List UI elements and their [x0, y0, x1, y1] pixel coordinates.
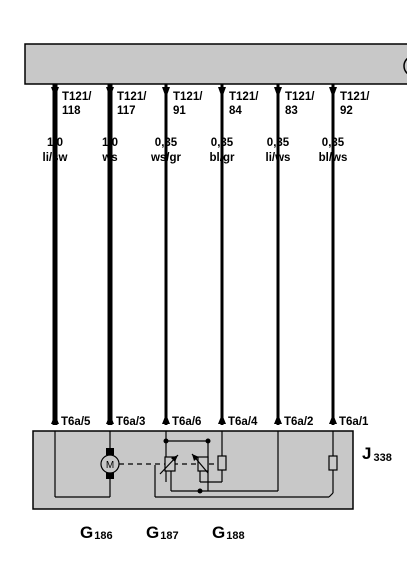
wire-1: T121/ 118 1,0 li/sw T6a/5 [43, 84, 92, 428]
wire-4-bottom-pin: T6a/4 [228, 416, 258, 428]
wire-3-gauge: 0,35 [155, 137, 178, 149]
wire-6-bottom-arrow [329, 414, 337, 424]
wire-6-top-pin-b: 92 [340, 105, 353, 117]
wire-1-top-arrow [51, 87, 59, 98]
wire-1-bottom-arrow [51, 414, 59, 424]
motor-symbol: M [106, 460, 114, 471]
wire-5-top-pin-b: 83 [285, 105, 298, 117]
resistor-2 [328, 455, 338, 471]
wire-6-gauge: 0,35 [322, 137, 345, 149]
potentiometer-g187 [159, 454, 179, 475]
wire-6-top-pin-a: T121/ [340, 91, 370, 103]
junction-dot-2 [205, 438, 211, 444]
wire-1-bottom-pin: T6a/5 [61, 416, 91, 428]
wire-3-color: ws/gr [150, 152, 182, 164]
component-label-g187: G187 [146, 523, 179, 542]
component-label-g186: G186 [80, 523, 113, 542]
wire-4-top-pin-b: 84 [229, 105, 242, 117]
wire-5: T121/ 83 0,35 li/ws T6a/2 [266, 84, 315, 428]
wire-5-bottom-arrow [274, 414, 282, 424]
internal-wiring [54, 431, 334, 498]
wire-4: T121/ 84 0,35 bl/gr T6a/4 [210, 84, 259, 428]
component-label-g188: G188 [212, 523, 245, 542]
control-unit-bar [24, 43, 407, 85]
wire-4-gauge: 0,35 [211, 137, 234, 149]
wire-2-bottom-arrow [106, 414, 114, 424]
wire-3-bottom-pin: T6a/6 [172, 416, 201, 428]
wire-5-top-pin-a: T121/ [285, 91, 315, 103]
wire-2-top-arrow [106, 87, 114, 98]
wire-1-top-pin-a: T121/ [62, 91, 92, 103]
wire-5-color: li/ws [266, 152, 291, 164]
wire-3-bottom-arrow [162, 414, 170, 424]
wire-3: T121/ 91 0,35 ws/gr T6a/6 [150, 84, 203, 428]
wire-4-top-pin-a: T121/ [229, 91, 259, 103]
wire-3-top-pin-a: T121/ [173, 91, 203, 103]
junction-dot-3 [197, 488, 203, 494]
wire-3-top-pin-b: 91 [173, 105, 186, 117]
g187-wiper-arrow [171, 455, 178, 462]
potentiometer-g188 [191, 453, 209, 474]
wire-5-top-arrow [274, 87, 282, 98]
wire-4-color: bl/gr [210, 152, 235, 164]
wire-4-bottom-arrow [218, 414, 226, 424]
wire-6: T121/ 92 0,35 bl/ws T6a/1 [319, 84, 370, 428]
wire-3-top-arrow [162, 87, 170, 98]
wire-2-bottom-pin: T6a/3 [116, 416, 145, 428]
wire-6-top-arrow [329, 87, 337, 98]
junction-dot-1 [163, 438, 169, 444]
wire-4-top-arrow [218, 87, 226, 98]
wire-1-top-pin-b: 118 [62, 105, 81, 117]
wire-2-gauge: 1,0 [102, 137, 118, 149]
wire-5-gauge: 0,35 [267, 137, 290, 149]
resistor-1 [217, 455, 227, 471]
wire-2-top-pin-b: 117 [117, 105, 136, 117]
module-box [32, 430, 354, 510]
wire-2: T121/ 117 1,0 ws T6a/3 [101, 84, 147, 428]
g188-wiper-arrow [192, 454, 199, 461]
wire-1-gauge: 1,0 [47, 137, 63, 149]
wire-5-bottom-pin: T6a/2 [284, 416, 313, 428]
wire-6-color: bl/ws [319, 152, 348, 164]
wire-1-color: li/sw [43, 152, 68, 164]
wire-6-bottom-pin: T6a/1 [339, 416, 369, 428]
wire-2-top-pin-a: T121/ [117, 91, 147, 103]
bar-edge-circle-icon [403, 57, 407, 75]
wire-2-color: ws [101, 152, 117, 164]
